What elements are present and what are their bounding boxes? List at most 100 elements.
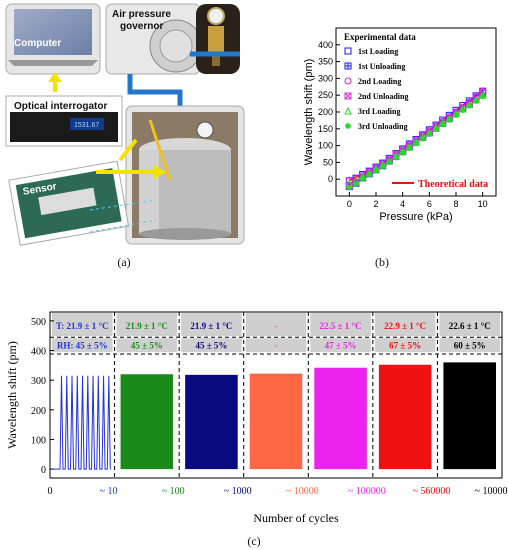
temperature-label: 21.9 ± 1 °C: [190, 321, 232, 331]
y-tick-label: 250: [318, 90, 333, 100]
governor-label-line1: Air pressure: [112, 9, 171, 20]
legend-label: 3rd Unloading: [358, 122, 408, 131]
y-tick-label: 500: [31, 317, 46, 328]
cycling-segment: T: 21.9 ± 1 °CRH: 45 ± 5%~ 10: [52, 312, 118, 497]
pressure-chart-markers: [345, 87, 487, 191]
theory-legend: Theoretical data: [392, 179, 488, 190]
humidity-label: 60 ± 5%: [454, 341, 486, 351]
cycle-count-label: ~ 100000: [348, 486, 386, 497]
interrogator-display: [70, 118, 104, 130]
temperature-label: 22.5 ± 1 °C: [320, 321, 362, 331]
sensor-patch: [38, 187, 97, 216]
cycle-count-label: ~ 1000: [224, 486, 252, 497]
panel-label-b: (b): [375, 255, 389, 269]
svg-text:1531.67: 1531.67: [74, 122, 99, 129]
cycle-count-label: ~ 1000000: [475, 486, 508, 497]
y-tick-label: 150: [318, 124, 333, 134]
triangle-marker: [344, 106, 352, 115]
temperature-cell: [439, 312, 500, 337]
pressure-chart-legend: Experimental data 1st Loading 1st Unloadi…: [344, 32, 416, 131]
panel-label-a: (a): [117, 255, 130, 269]
humidity-cell: [310, 338, 371, 353]
cycle-count-label: ~ 10: [100, 486, 118, 497]
legend-label: 2nd Loading: [358, 77, 401, 86]
star-marker: [419, 135, 426, 142]
legend-label: 1st Unloading: [358, 62, 405, 71]
pressure-chart-ylabel: Wavelength shift (pm): [303, 59, 315, 166]
temperature-label: T: 21.9 ± 1 °C: [56, 321, 109, 331]
humidity-cell: [374, 338, 436, 353]
temperature-label: 22.6 ± 1 °C: [449, 321, 491, 331]
cycling-chart-frame: [49, 311, 503, 479]
x-tick-label: 10: [478, 199, 488, 209]
series-3rd-unloading: [346, 93, 486, 191]
star-marker: [433, 126, 439, 133]
temperature-cell: [374, 312, 436, 337]
star-marker: [406, 144, 413, 151]
arrow-chamber-to-interrogator: [118, 138, 138, 162]
humidity-label: 67 ± 5%: [389, 341, 421, 351]
laptop-screen-glare: [14, 9, 92, 55]
x-tick-label: 2: [373, 199, 378, 209]
x-tick-label: 6: [427, 199, 432, 209]
star-marker: [446, 116, 453, 123]
y-tick-label: 200: [31, 406, 46, 417]
temperature-label: 21.9 ± 1 °C: [126, 321, 168, 331]
cycling-chart-xlabel: Number of cycles: [253, 511, 339, 525]
y-tick-label: 200: [318, 107, 333, 117]
star-marker: [393, 154, 399, 161]
humidity-label: 45 ± 5%: [131, 341, 163, 351]
humidity-cell: [52, 338, 113, 353]
governor-label-line2: governor: [120, 21, 163, 32]
cycle-count-label: ~ 100: [162, 486, 185, 497]
chamber-gauge-icon: [196, 121, 214, 139]
temperature-label: 22.9 ± 1 °C: [384, 321, 426, 331]
humidity-cell: [181, 338, 242, 353]
cycling-segment: 21.9 ± 1 °C 45 ± 5% ~ 100: [114, 312, 185, 497]
star-marker: [373, 167, 379, 174]
cycling-x-start-label: 0: [48, 486, 53, 497]
y-tick-label: 350: [318, 57, 333, 67]
humidity-label: 45 ± 5%: [195, 341, 227, 351]
humidity-cell: [116, 338, 178, 353]
panel-label-c: (c): [247, 534, 260, 548]
star-marker: [345, 123, 351, 129]
star-marker: [346, 184, 353, 191]
computer-label: Computer: [14, 38, 61, 49]
y-tick-label: 300: [31, 376, 46, 387]
star-marker: [353, 180, 359, 187]
star-marker: [366, 171, 373, 178]
star-marker: [439, 121, 446, 128]
temperature-cell: [310, 312, 371, 337]
regulator-gauge-icon: [207, 7, 225, 25]
circle-marker: [344, 77, 352, 85]
y-tick-label: 400: [31, 347, 46, 358]
temperature-cell: [116, 312, 178, 337]
legend-label: 2nd Unloading: [358, 92, 408, 101]
y-tick-label: 100: [31, 435, 46, 446]
legend-label: 1st Loading: [358, 47, 398, 56]
interrogator-label: Optical interrogator: [14, 101, 107, 112]
humidity-label: -: [275, 341, 278, 351]
x-stroke: [344, 92, 352, 100]
star-marker: [399, 149, 406, 156]
signal-band: [443, 362, 496, 470]
pressure-chart-xlabel: Pressure (kPa): [379, 211, 452, 223]
signal-band: [249, 373, 303, 470]
square-marker: [344, 47, 352, 55]
signal-band: [314, 367, 367, 470]
temperature-label: -: [275, 321, 278, 331]
legend-title: Experimental data: [344, 32, 416, 42]
humidity-cell: [245, 338, 307, 353]
humidity-label: 47 ± 5%: [325, 341, 357, 351]
star-marker: [473, 97, 479, 104]
theory-legend-label: Theoretical data: [418, 179, 488, 190]
x-tick-label: 4: [400, 199, 405, 209]
y-tick-label: 100: [318, 141, 333, 151]
temperature-cell: [52, 312, 113, 337]
y-tick-label: 300: [318, 73, 333, 83]
